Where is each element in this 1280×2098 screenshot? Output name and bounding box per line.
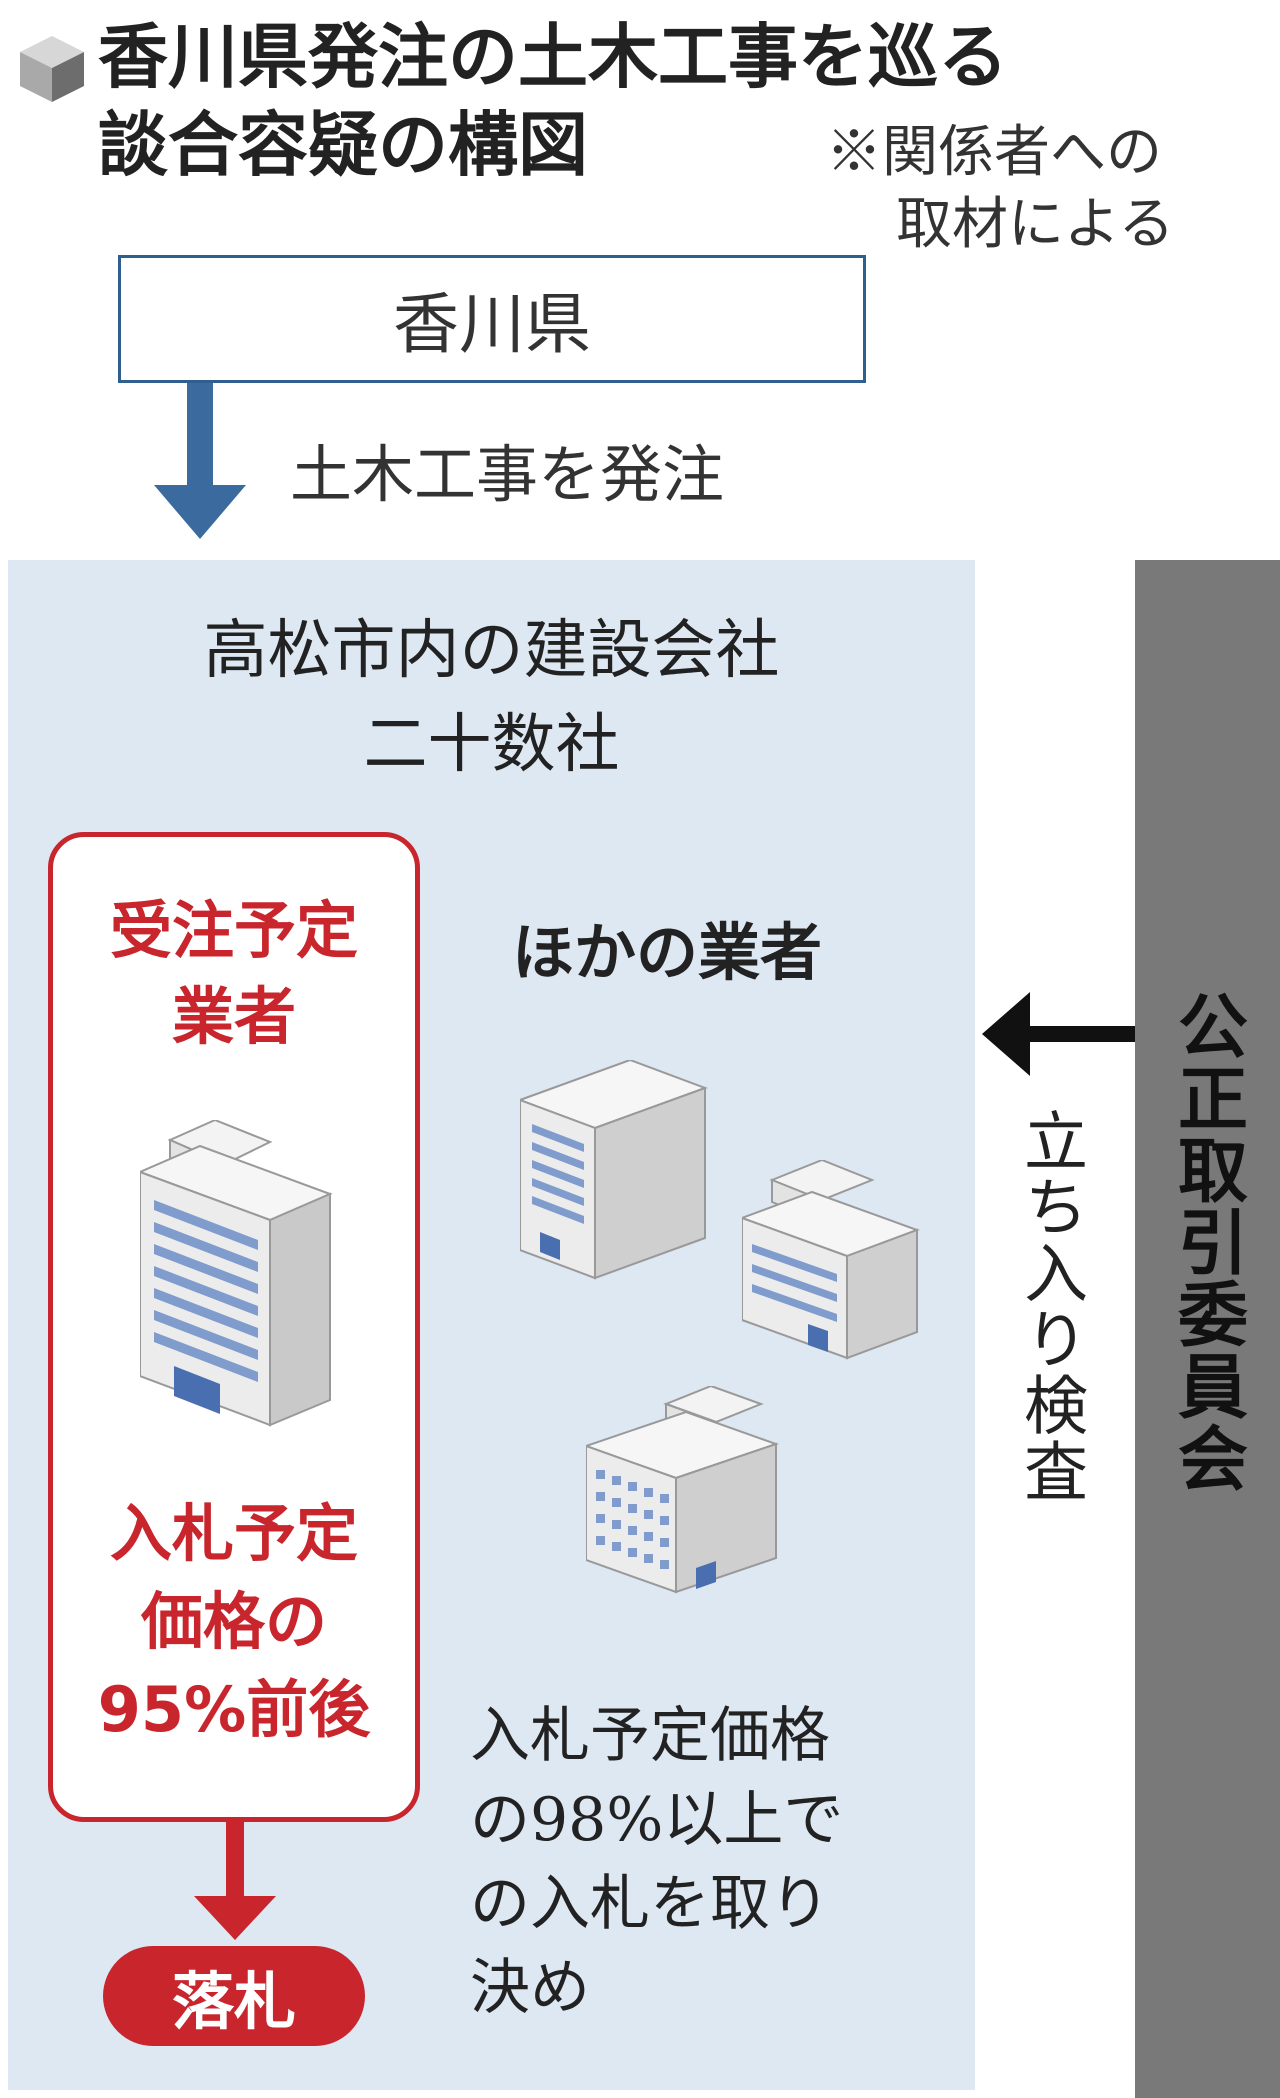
order-arrow-label: 土木工事を発注	[290, 438, 725, 511]
other-building-2-side	[846, 1228, 918, 1360]
winner-price-line2: 価格の	[140, 1585, 327, 1658]
cube-icon-right	[52, 52, 84, 102]
others-note-line2: の98%以上で	[470, 1785, 844, 1855]
other-building-1-entrance	[540, 1232, 560, 1260]
others-note: 入札予定価格 の98%以上で の入札を取り 決め	[470, 1694, 843, 2030]
inspection-label-wrap: 立ち入り検査	[1010, 1108, 1090, 1523]
other-building-icon-1	[520, 1060, 708, 1280]
order-arrow-down	[154, 383, 246, 539]
other-building-3-windows	[596, 1470, 669, 1569]
winner-label-line2: 業者	[171, 980, 296, 1053]
cube-icon	[20, 36, 84, 102]
winner-price-line1: 入札予定	[109, 1497, 358, 1570]
others-note-line1: 入札予定価格	[470, 1701, 830, 1771]
other-building-icon-2	[742, 1160, 920, 1360]
other-building-2-entrance	[808, 1324, 828, 1352]
diagram-title-line2: 談合容疑の構図	[98, 104, 588, 186]
companies-heading: 高松市内の建設会社 二十数社	[8, 604, 975, 792]
winner-arrow-shaft	[226, 1822, 244, 1902]
source-note-line2: 取材による	[896, 192, 1175, 257]
inspection-arrow-shaft	[1022, 1026, 1135, 1042]
order-arrow-shaft	[187, 383, 213, 491]
winner-building-icon	[140, 1120, 333, 1427]
jftc-bar: 公正取引委員会	[1135, 560, 1280, 2098]
other-building-3-entrance	[696, 1561, 716, 1589]
winner-arrow-head	[194, 1896, 276, 1940]
others-note-line3: の入札を取り	[470, 1869, 830, 1939]
winner-label-line1: 受注予定	[109, 894, 358, 967]
prefecture-box: 香川県	[118, 255, 866, 383]
inspection-label: 立ち入り検査	[1013, 1108, 1087, 1504]
winner-building-side	[269, 1192, 331, 1427]
companies-heading-line1: 高松市内の建設会社	[203, 614, 780, 688]
companies-heading-line2: 二十数社	[363, 708, 620, 782]
inspection-arrow-left	[982, 992, 1135, 1076]
order-arrow-head	[154, 485, 246, 539]
winner-building-entrance	[174, 1366, 220, 1414]
other-building-2-windows	[752, 1244, 837, 1322]
winner-label: 受注予定 業者	[48, 888, 420, 1060]
jftc-label: 公正取引委員会	[1166, 990, 1249, 1494]
diagram-title-line1: 香川県発注の土木工事を巡る	[98, 16, 1008, 98]
prefecture-label: 香川県	[393, 286, 591, 363]
winner-price: 入札予定 価格の 95%前後	[48, 1490, 420, 1754]
other-building-1-side	[594, 1086, 706, 1280]
others-label: ほかの業者	[512, 916, 823, 989]
other-building-3-side	[675, 1442, 777, 1594]
winner-price-line3: 95%前後	[97, 1673, 371, 1746]
other-building-1-windows	[532, 1124, 584, 1224]
winner-arrow-down	[194, 1822, 276, 1940]
winning-bid-badge: 落札	[103, 1946, 365, 2046]
others-note-line4: 決め	[470, 1953, 590, 2023]
inspection-arrow-head	[982, 992, 1030, 1076]
source-note-line1: ※関係者への	[826, 120, 1162, 185]
other-building-icon-3	[586, 1386, 780, 1594]
winner-building-windows	[154, 1200, 258, 1382]
winning-bid-label: 落札	[171, 1965, 296, 2038]
cube-icon-left	[20, 52, 52, 102]
